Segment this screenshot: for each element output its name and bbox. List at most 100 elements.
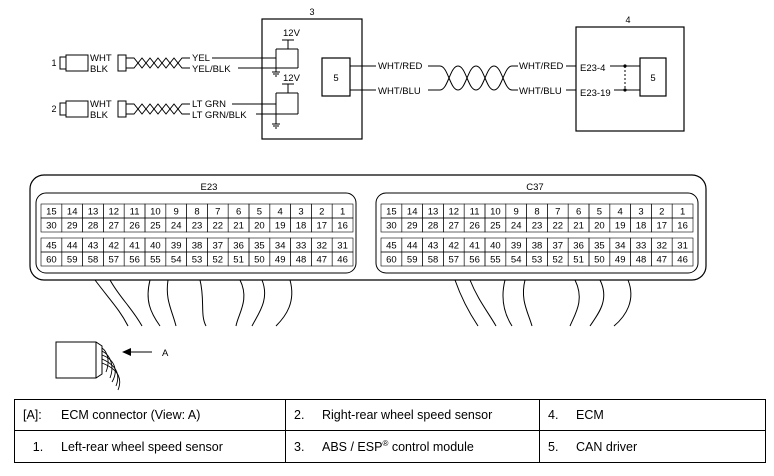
e23-pin-number: 51 [233,255,244,266]
legend-table: [A]:ECM connector (View: A) 2.Right-rear… [14,399,766,463]
connector-view-wire [101,362,121,391]
e23-pin-number: 7 [215,207,220,218]
harness-wire [235,279,245,327]
legend-cell: 1.Left-rear wheel speed sensor [14,430,286,463]
sensor-2-twisted-pair-b [126,103,190,115]
abs-wht-red-label: WHT/RED [378,61,422,72]
component-1-number: 1 [51,58,56,68]
e23-pin-number: 2 [319,207,324,218]
e23-pin-number: 47 [317,255,328,266]
ecm-junction-low [623,88,627,92]
legend-cell: [A]:ECM connector (View: A) [14,399,286,431]
c37-pin-number: 22 [553,221,564,232]
c37-pin-number: 26 [469,221,480,232]
harness-wire [522,279,533,327]
c37-pin-number: 43 [428,241,439,252]
c37-pin-number: 19 [615,221,626,232]
e23-pin-number: 60 [46,255,57,266]
sensor-2-blk-label: BLK [90,110,109,121]
e23-pin-number: 50 [254,255,265,266]
c37-pin-number: 46 [677,255,688,266]
legend-text-tail: control module [388,440,474,455]
sensor-2-lt-grn-label: LT GRN [192,99,226,110]
e23-pin-number: 18 [296,221,307,232]
c37-pin-number: 58 [428,255,439,266]
e23-pin-number: 31 [337,241,348,252]
sensor-1-wht-label: WHT [90,53,112,64]
harness-wire [454,279,479,327]
c37-pin-number: 51 [573,255,584,266]
legend-row: [A]:ECM connector (View: A) 2.Right-rear… [14,399,766,431]
harness-wire [199,279,207,327]
c37-pin-number: 49 [615,255,626,266]
harness-wire [275,279,293,327]
connector-view-wires [101,347,121,391]
harness-wire [569,279,580,327]
legend-text: Left-rear wheel speed sensor [61,439,223,454]
sensor-2-connector [117,100,127,118]
sensor-1-twisted-pair-b [126,57,190,69]
e23-pin-number: 8 [194,207,199,218]
can-twisted-pair-a [428,65,518,91]
e23-pin-number: 33 [296,241,307,252]
legend-registered-mark: ® [382,438,389,448]
legend-text: ABS / ESP [322,440,383,455]
c37-pin-number: 53 [532,255,543,266]
harness-wire [502,279,513,327]
c37-pin-number: 55 [490,255,501,266]
e23-pin-number: 52 [213,255,224,266]
legend-key: 5. [548,439,559,454]
c37-pin-number: 28 [428,221,439,232]
c37-pin-number: 27 [449,221,460,232]
c37-pin-number: 32 [657,241,668,252]
harness-wire [251,279,266,327]
supply-12v-upper-label: 12V [283,28,301,39]
c37-pin-number: 14 [407,207,418,218]
c37-pin-number: 23 [532,221,543,232]
c37-pin-number: 6 [576,207,581,218]
e23-pin-number: 34 [275,241,286,252]
c37-pin-number: 54 [511,255,522,266]
e23-pin-number: 56 [129,255,140,266]
harness-wire [166,279,177,327]
e23-pin-number: 58 [88,255,99,266]
e23-pin-number: 22 [213,221,224,232]
c37-pin-number: 5 [597,207,602,218]
c37-pin-number: 44 [407,241,418,252]
e23-pin-number: 1 [340,207,345,218]
e23-pin-number: 13 [88,207,99,218]
e23-pin-number: 28 [88,221,99,232]
sensor-1-yel-label: YEL [192,53,210,64]
sensor-2-tip [59,102,67,116]
sensor-1-tip [59,56,67,70]
c37-pin-cell [671,251,694,267]
e23-pin-number: 24 [171,221,182,232]
c37-pin-number: 33 [636,241,647,252]
c37-pin-number: 13 [428,207,439,218]
e23-pin-number: 29 [67,221,78,232]
e23-pin-number: 46 [337,255,348,266]
c37-pin-number: 10 [490,207,501,218]
c37-pin-number: 31 [677,241,688,252]
ecm-wht-blu-label: WHT/BLU [519,86,562,97]
harness-wire [94,279,129,327]
sensor-1-yel-blk-label: YEL/BLK [192,64,231,75]
e23-pin-number: 15 [46,207,57,218]
pin-e23-19-label: E23-19 [580,88,611,99]
e23-pin-number: 59 [67,255,78,266]
c37-pin-number: 52 [553,255,564,266]
e23-pin-number: 43 [88,241,99,252]
c37-pin-number: 39 [511,241,522,252]
sensor-2-wht-label: WHT [90,99,112,110]
e23-pin-number: 25 [150,221,161,232]
c37-pin-number: 7 [555,207,560,218]
can-driver-abs-number: 5 [333,73,338,84]
e23-pin-number: 36 [233,241,244,252]
sensor-2-body [65,100,89,118]
legend-text: CAN driver [576,439,638,454]
c37-pin-number: 15 [386,207,397,218]
connector-e23-outline [35,192,357,274]
